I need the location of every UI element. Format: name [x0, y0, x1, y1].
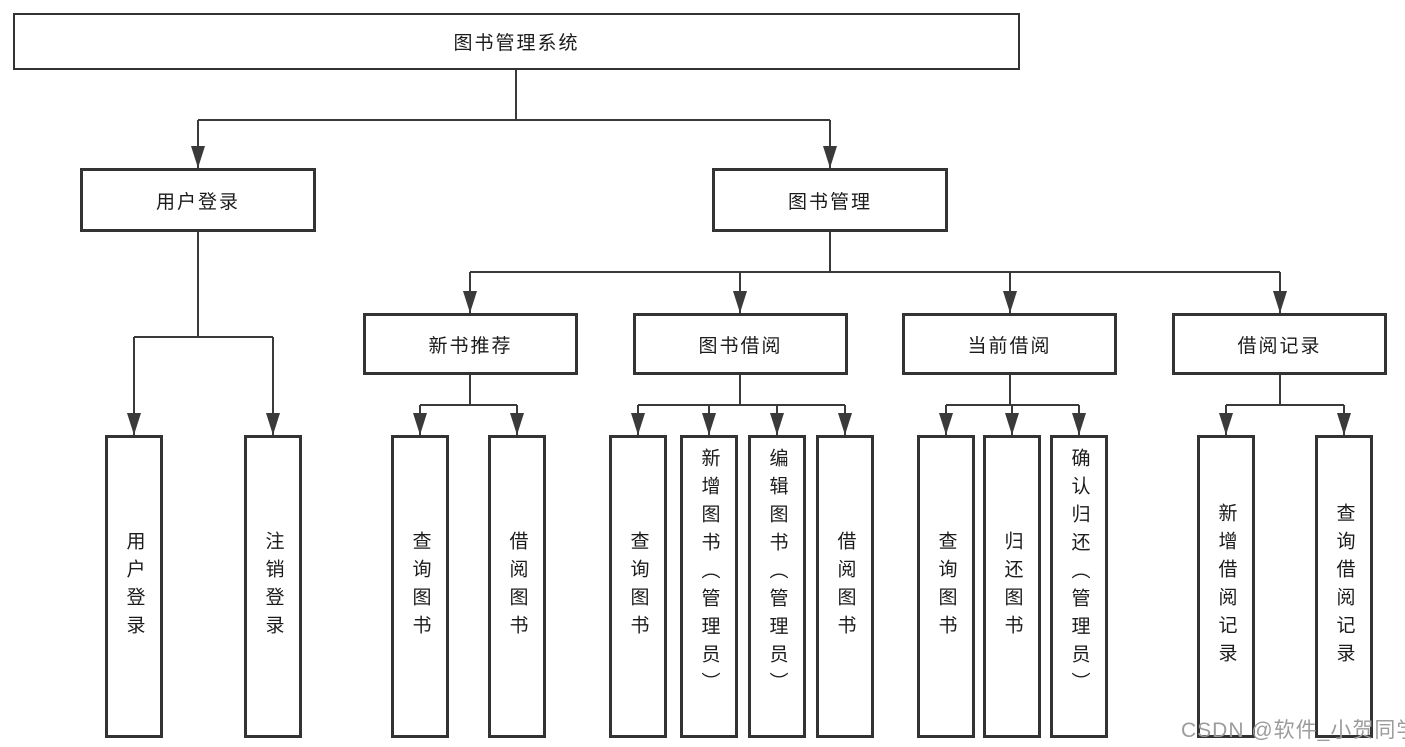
- leaf-add-book-admin: 新增图书（管理员）: [680, 435, 738, 738]
- leaf-borrow-book-recommend-label: 借阅图书: [506, 530, 528, 643]
- leaf-query-borrow-record-label: 查询借阅记录: [1333, 502, 1355, 671]
- leaf-add-book-admin-label: 新增图书（管理员）: [698, 448, 720, 700]
- leaf-logout: 注销登录: [244, 435, 302, 738]
- leaf-query-book-current-label: 查询图书: [935, 530, 957, 643]
- node-book-management: 图书管理: [712, 168, 948, 232]
- leaf-query-book-borrow-label: 查询图书: [627, 530, 649, 643]
- csdn-watermark: CSDN @软件_小贺同学: [1181, 719, 1405, 742]
- leaf-query-book-current: 查询图书: [917, 435, 975, 738]
- leaf-edit-book-admin: 编辑图书（管理员）: [748, 435, 806, 738]
- leaf-query-borrow-record: 查询借阅记录: [1315, 435, 1373, 738]
- node-user-login: 用户登录: [80, 168, 316, 232]
- leaf-logout-label: 注销登录: [262, 530, 284, 643]
- leaf-query-book-borrow: 查询图书: [609, 435, 667, 738]
- leaf-return-book-label: 归还图书: [1001, 530, 1023, 643]
- leaf-return-book: 归还图书: [983, 435, 1041, 738]
- leaf-confirm-return-admin: 确认归还（管理员）: [1050, 435, 1108, 738]
- node-new-book-recommend: 新书推荐: [363, 313, 578, 375]
- leaf-query-book-recommend-label: 查询图书: [409, 530, 431, 643]
- leaf-user-login-label: 用户登录: [123, 530, 145, 643]
- node-current-borrow: 当前借阅: [902, 313, 1117, 375]
- node-book-borrow: 图书借阅: [633, 313, 848, 375]
- leaf-query-book-recommend: 查询图书: [391, 435, 449, 738]
- leaf-borrow-book: 借阅图书: [816, 435, 874, 738]
- leaf-borrow-book-label: 借阅图书: [834, 530, 856, 643]
- leaf-add-borrow-record-label: 新增借阅记录: [1215, 502, 1237, 671]
- node-borrow-records: 借阅记录: [1172, 313, 1387, 375]
- leaf-edit-book-admin-label: 编辑图书（管理员）: [766, 448, 788, 700]
- leaf-borrow-book-recommend: 借阅图书: [488, 435, 546, 738]
- leaf-add-borrow-record: 新增借阅记录: [1197, 435, 1255, 738]
- leaf-confirm-return-admin-label: 确认归还（管理员）: [1068, 448, 1090, 700]
- leaf-user-login: 用户登录: [105, 435, 163, 738]
- node-library-management-system: 图书管理系统: [13, 13, 1020, 70]
